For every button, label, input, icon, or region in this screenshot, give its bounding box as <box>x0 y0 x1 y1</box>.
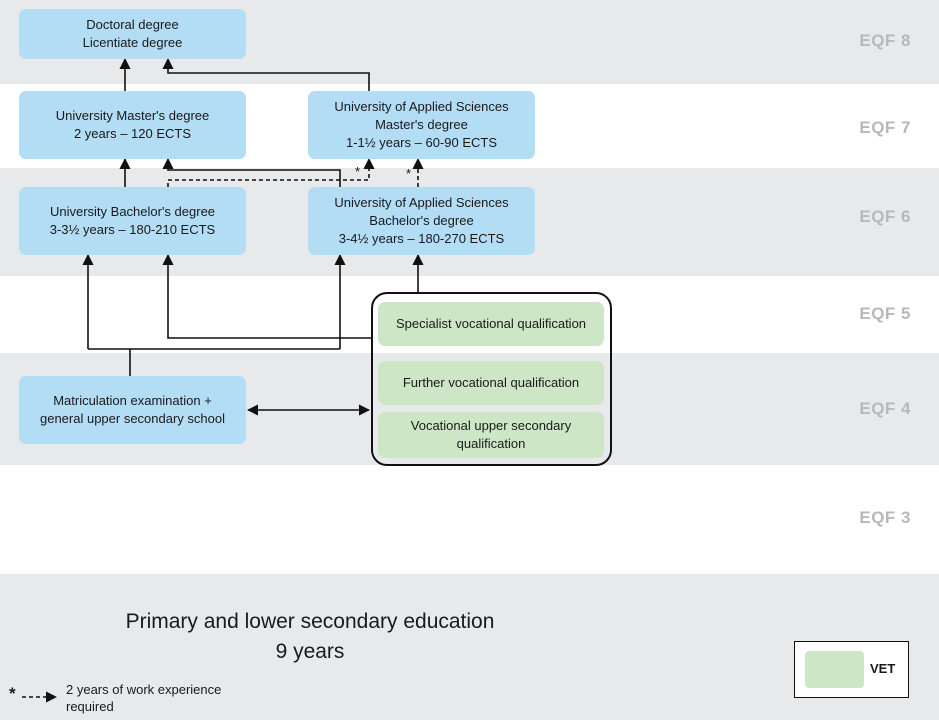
arrow-vet-to-uni-bachelor <box>162 253 371 339</box>
box-line: Vocational upper secondary <box>410 418 572 433</box>
box-line: University Bachelor's degree <box>49 204 216 219</box>
box-line: qualification <box>456 436 526 451</box>
box-line: University of Applied Sciences <box>334 195 509 210</box>
doctoral-degree-box: Doctoral degree Licentiate degree <box>19 9 246 59</box>
box-line: Master's degree <box>375 117 468 132</box>
vocational-upper-secondary-box: Vocational upper secondary qualification <box>378 412 604 458</box>
eqf-level-label: EQF 3 <box>859 508 911 527</box>
eqf-level-label: EQF 8 <box>859 31 911 50</box>
specialist-vocational-box: Specialist vocational qualification <box>378 302 604 346</box>
box-line: 3-3½ years – 180-210 ECTS <box>49 222 216 237</box>
further-vocational-box: Further vocational qualification <box>378 361 604 405</box>
box-line: 2 years – 120 ECTS <box>73 126 192 141</box>
box-line: Matriculation examination + <box>53 393 212 408</box>
primary-band <box>0 574 939 720</box>
box-line: University Master's degree <box>55 108 210 123</box>
note-asterisk: * <box>9 684 16 703</box>
work-experience-note: 2 years of work experience required <box>66 682 222 714</box>
university-master-box: University Master's degree 2 years – 120… <box>19 91 246 159</box>
asterisk-mark: * <box>406 166 411 181</box>
matriculation-box: Matriculation examination + general uppe… <box>19 376 246 444</box>
box-line: Doctoral degree <box>86 17 179 32</box>
primary-line: Primary and lower secondary education <box>125 610 495 633</box>
vet-group-frame <box>371 292 612 466</box>
box-line: Further vocational qualification <box>402 375 580 390</box>
vet-color-swatch <box>805 651 864 688</box>
uas-master-box: University of Applied Sciences Master's … <box>308 91 535 159</box>
arrow-uas-bachelor-to-uni-master <box>162 157 341 187</box>
eqf-level-label: EQF 5 <box>859 304 911 323</box>
arrow-uas-master-to-doctoral <box>162 57 370 91</box>
eqf-level-label: EQF 6 <box>859 207 911 226</box>
box-line: 3-4½ years – 180-270 ECTS <box>338 231 505 246</box>
legend-box: VET <box>794 641 909 698</box>
vet-legend-label: VET <box>870 661 896 676</box>
box-line: 1-1½ years – 60-90 ECTS <box>345 135 498 150</box>
eqf-level-label: EQF 4 <box>859 399 911 418</box>
asterisk-mark: * <box>355 164 360 179</box>
uas-bachelor-box: University of Applied Sciences Bachelor'… <box>308 187 535 255</box>
eqf-level-label: EQF 7 <box>859 118 911 137</box>
arrow-bachelor-to-uas-master-dashed <box>167 157 375 187</box>
primary-line: 9 years <box>275 640 345 663</box>
box-line: Bachelor's degree <box>369 213 474 228</box>
box-line: general upper secondary school <box>39 411 225 426</box>
university-bachelor-box: University Bachelor's degree 3-3½ years … <box>19 187 246 255</box>
box-line: University of Applied Sciences <box>334 99 509 114</box>
primary-education-label: Primary and lower secondary education 9 … <box>100 607 520 667</box>
box-line: Specialist vocational qualification <box>395 316 587 331</box>
box-line: Licentiate degree <box>82 35 183 50</box>
